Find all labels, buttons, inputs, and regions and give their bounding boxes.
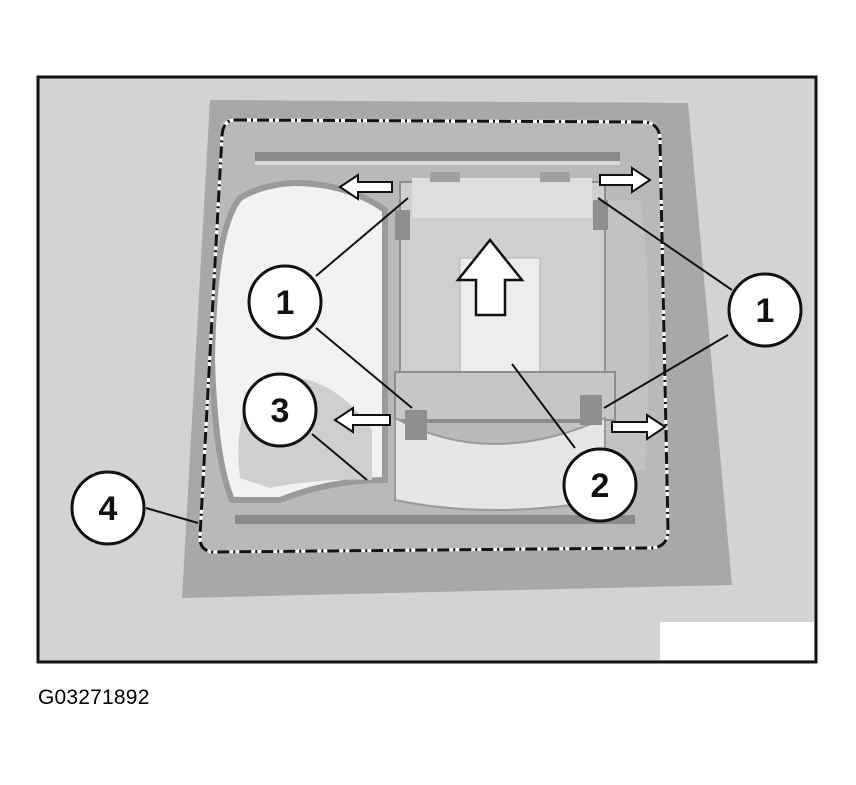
callout-1-right-label: 1 bbox=[756, 292, 775, 330]
leader-lines bbox=[145, 197, 733, 524]
callout-4-label: 4 bbox=[99, 490, 118, 528]
callout-4: 4 bbox=[70, 470, 146, 546]
arrow-left-top bbox=[338, 173, 393, 201]
callout-2-label: 2 bbox=[591, 467, 610, 505]
arrow-up bbox=[455, 237, 525, 317]
arrow-right-top bbox=[599, 166, 652, 194]
callout-1-right: 1 bbox=[727, 272, 803, 348]
blank-label-box bbox=[660, 622, 814, 660]
bottom-rail bbox=[235, 515, 635, 524]
arrow-left-bottom bbox=[333, 406, 391, 434]
top-rail bbox=[255, 152, 620, 161]
callout-1-left: 1 bbox=[247, 264, 323, 340]
figure-code: G03271892 bbox=[38, 686, 150, 709]
callout-2: 2 bbox=[562, 447, 638, 523]
callout-1-left-label: 1 bbox=[276, 284, 295, 322]
callout-3-label: 3 bbox=[271, 392, 290, 430]
arrow-right-bottom bbox=[611, 413, 667, 441]
callout-3: 3 bbox=[242, 372, 318, 448]
